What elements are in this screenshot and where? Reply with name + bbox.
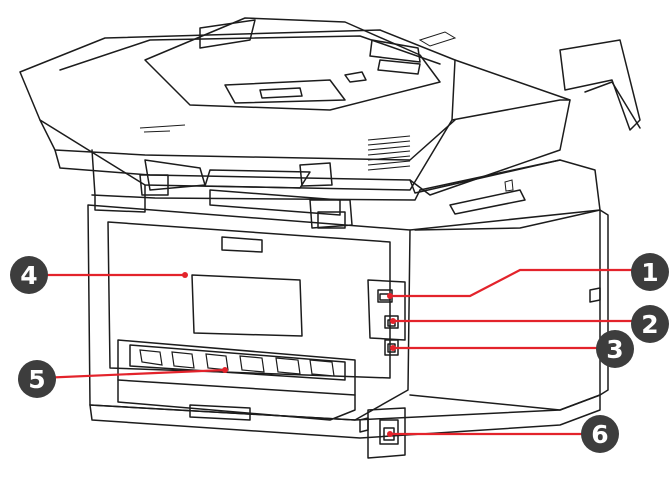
callout-6: 6 (581, 415, 619, 453)
callout-3: 3 (596, 330, 634, 368)
printer-main-body (87, 204, 609, 459)
callout-6-label: 6 (591, 419, 609, 449)
callout-2-label: 2 (641, 309, 659, 339)
leader-line-1 (390, 268, 640, 298)
callout-1: 1 (631, 253, 669, 291)
callout-4: 4 (10, 256, 48, 294)
output-area (91, 149, 601, 231)
leader-lines (36, 268, 640, 437)
callout-3-label: 3 (606, 334, 624, 364)
adf-scanner-unit (19, 17, 641, 196)
callout-5: 5 (18, 360, 56, 398)
leader-line-5 (39, 368, 226, 380)
callout-2: 2 (631, 305, 669, 343)
callout-4-label: 4 (20, 260, 38, 290)
callout-5-label: 5 (28, 364, 46, 394)
callout-1-label: 1 (641, 257, 659, 287)
